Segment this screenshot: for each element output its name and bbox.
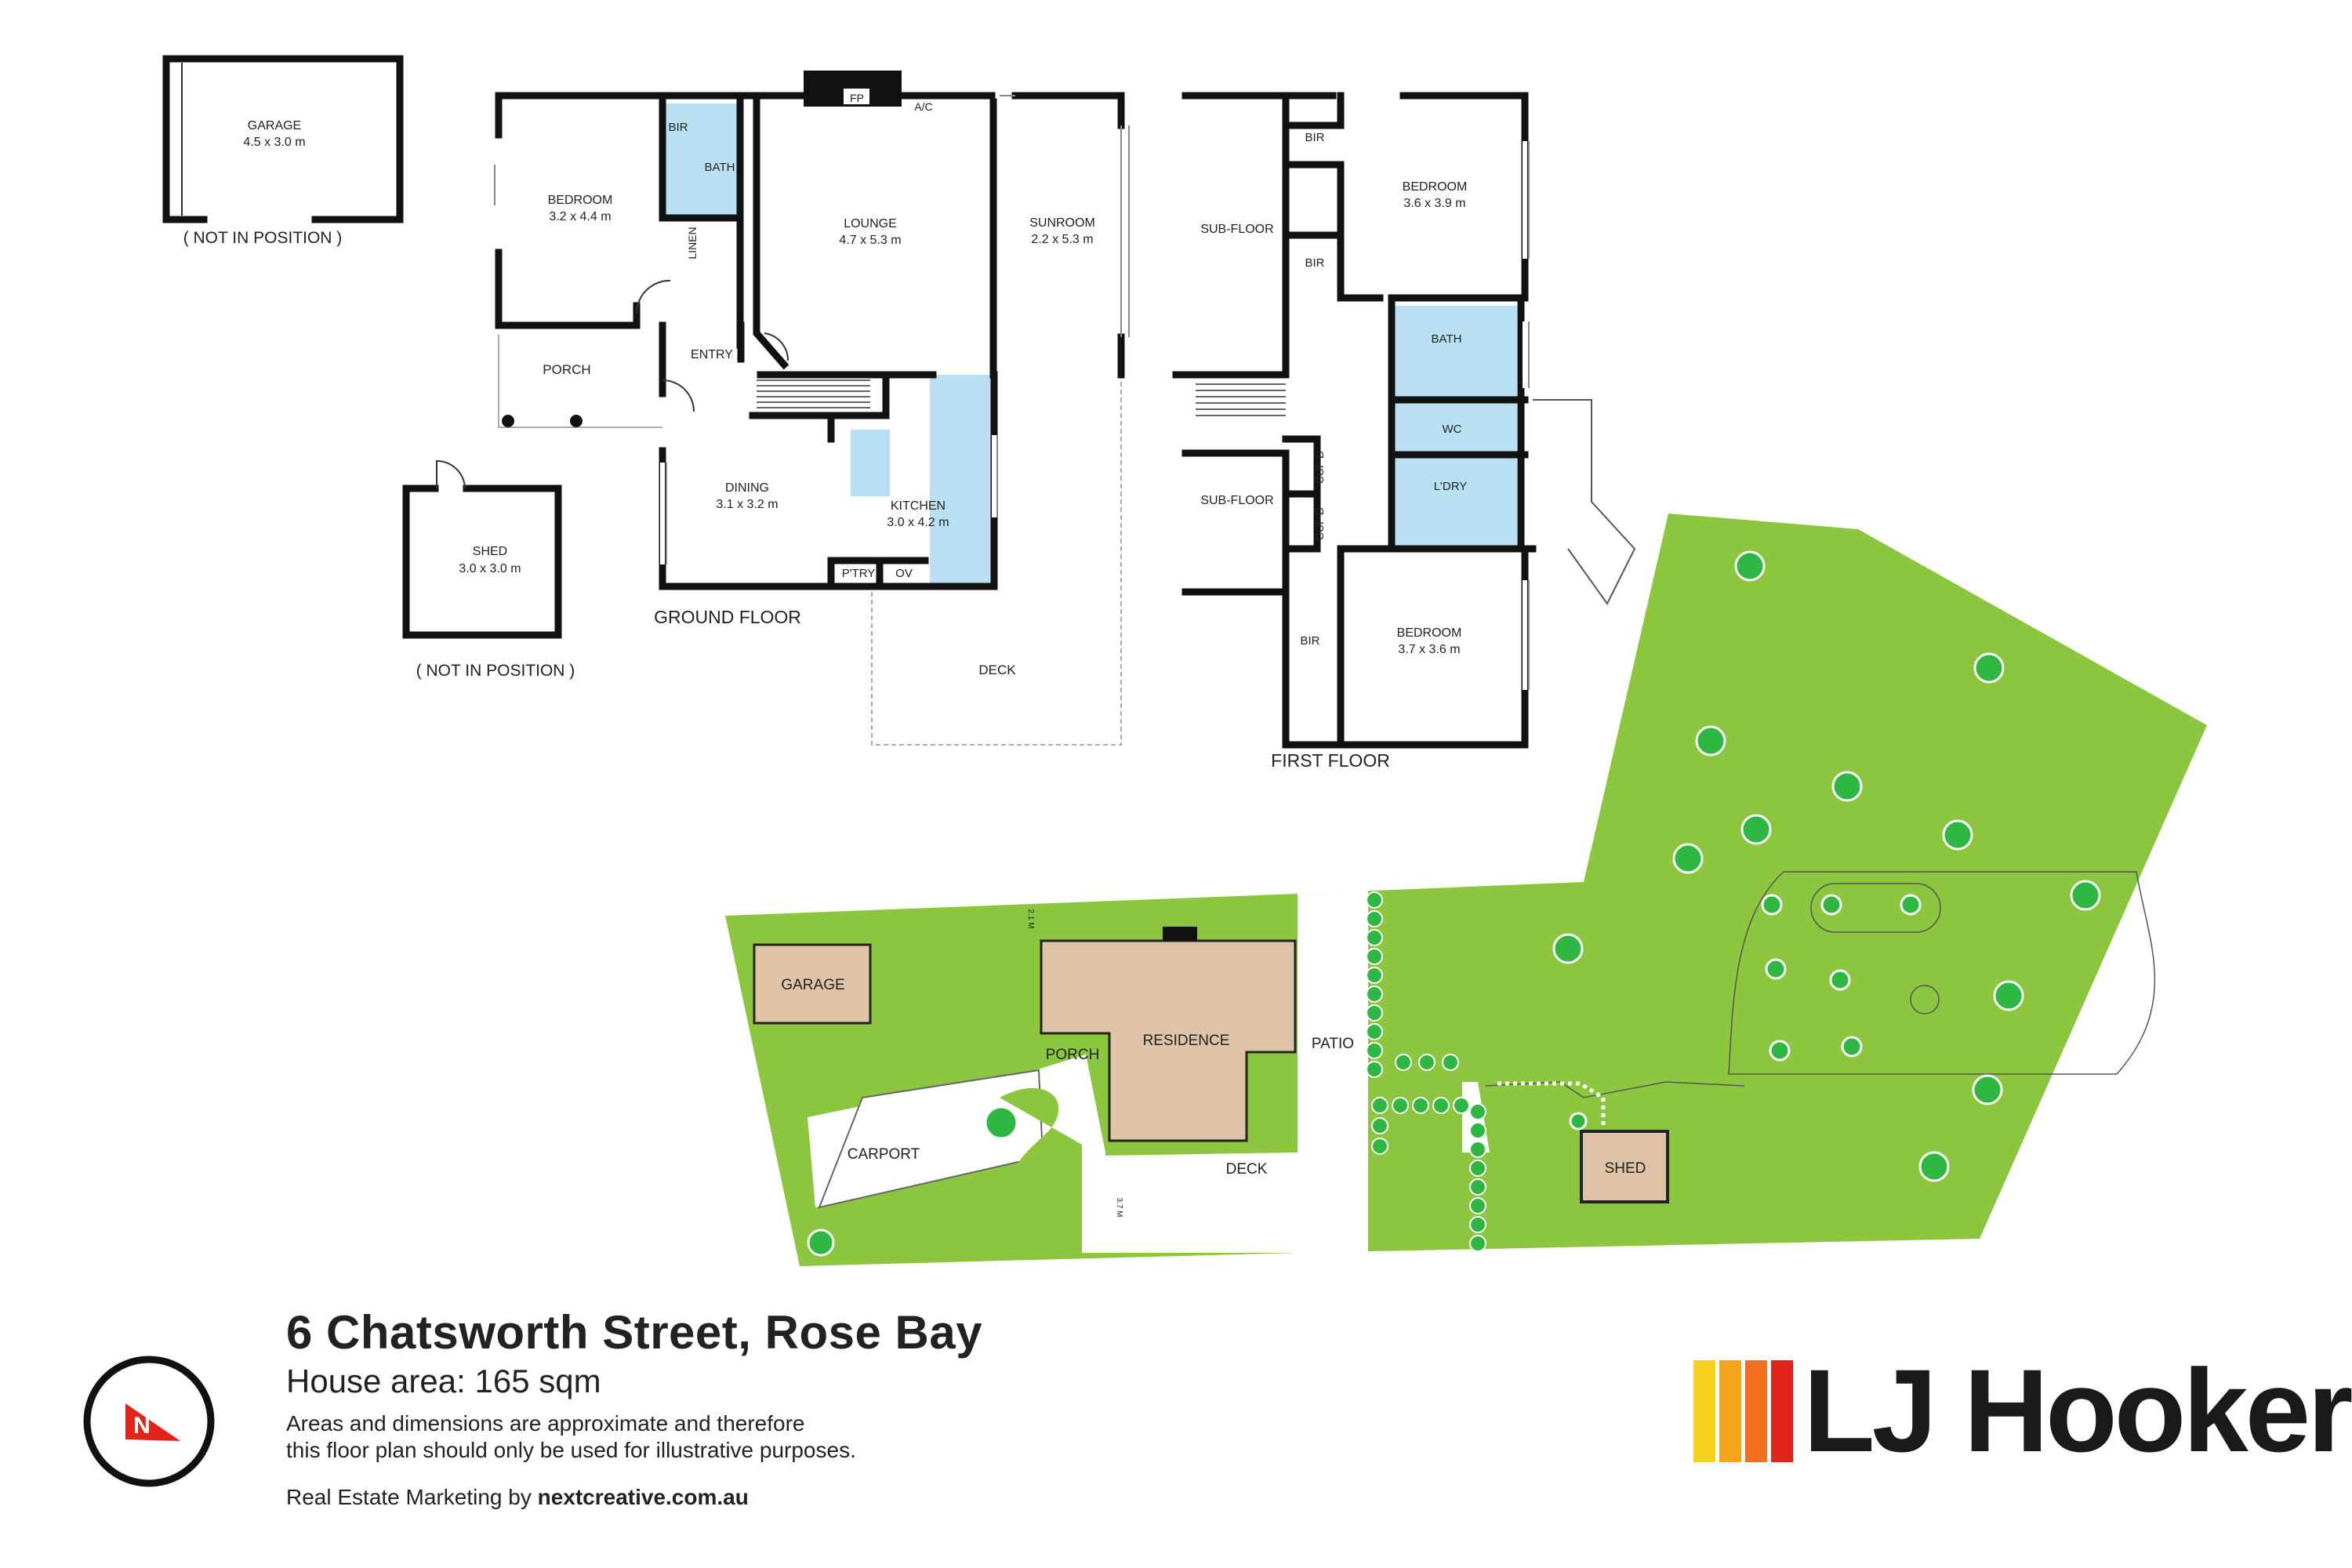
detached-shed: SHED 3.0 x 3.0 m ( NOT IN POSITION ) [402,459,575,680]
gf-deck-label: DECK [978,662,1016,677]
tree-icon [1672,843,1704,874]
gf-pantry-label: P'TRY [842,567,876,580]
gf-ac-label: A/C [914,100,932,113]
logo-bars-icon [1693,1360,1793,1462]
first-floor-title: FIRST FLOOR [1271,750,1390,771]
tree-icon [1829,969,1851,991]
garage-dims: 4.5 x 3.0 m [243,136,305,149]
gf-porch-label: PORCH [543,362,590,377]
tree-icon [1973,652,2005,684]
gf-bedroom-name: BEDROOM [548,194,613,207]
gf-ov-label: OV [895,567,913,580]
ff-wc-label: WC [1443,423,1462,436]
tree-icon [1993,980,2024,1011]
site-hedges [1366,891,1486,1252]
tree-icon [1820,894,1842,916]
house-area: House area: 165 sqm [286,1363,601,1399]
site-dim-top: 2.1 M [1026,909,1035,928]
site-dim-bottom: 3.7 M [1115,1197,1123,1217]
brand-logo: LJ Hooker [1693,1348,2352,1474]
gf-entry-label: ENTRY [691,348,733,361]
ff-bedroom-bottom-name: BEDROOM [1397,626,1462,640]
tree-icon [1918,1151,1950,1182]
tree-icon [1734,550,1766,582]
gf-dining-name: DINING [725,481,769,495]
gf-sunroom-name: SUNROOM [1029,216,1095,230]
ff-subfloor-top: SUB-FLOOR [1200,223,1273,236]
tree-icon [807,1229,835,1257]
ground-floor-plan: BEDROOM 3.2 x 4.4 m BIR BATH LINEN FP A/… [494,71,1130,746]
site-residence-label: RESIDENCE [1143,1033,1230,1049]
ff-ldry-label: L'DRY [1434,480,1468,493]
tree-icon [1695,725,1726,757]
gf-bath-label: BATH [705,161,735,174]
tree-icon [1841,1036,1863,1058]
site-patio-label: PATIO [1312,1036,1354,1052]
ff-subfloor-bottom: SUB-FLOOR [1200,494,1273,507]
gf-linen-label: LINEN [686,227,699,259]
tree-icon [1972,1074,2003,1105]
gf-bir-label: BIR [668,121,688,134]
gf-kitchen-name: KITCHEN [891,499,946,513]
tree-icon [1765,958,1787,980]
shed-dims: 3.0 x 3.0 m [459,562,521,575]
marketing-site-link[interactable]: nextcreative.com.au [537,1485,749,1509]
ff-bedroom-top-name: BEDROOM [1403,180,1468,194]
gf-bedroom-dims: 3.2 x 4.4 m [549,210,611,223]
north-arrow-icon: N [83,1356,215,1487]
tree-icon [984,1105,1018,1140]
tree-icon [1942,819,1973,851]
property-details: 6 Chatsworth Street, Rose Bay House area… [286,1305,1305,1511]
property-address: 6 Chatsworth Street, Rose Bay [286,1306,983,1359]
shed-note: ( NOT IN POSITION ) [416,662,575,680]
ground-floor-title: GROUND FLOOR [654,607,801,627]
site-garage-label: GARAGE [781,977,844,993]
detached-garage: GARAGE 4.5 x 3.0 m ( NOT IN POSITION ) [162,55,404,247]
ff-bedroom-bottom-dims: 3.7 x 3.6 m [1398,643,1460,656]
marketing-prefix: Real Estate Marketing by [286,1485,538,1509]
gf-dining-dims: 3.1 x 3.2 m [716,498,778,511]
garage-note: ( NOT IN POSITION ) [183,229,343,247]
tree-icon [2070,880,2101,911]
site-shed-label: SHED [1605,1160,1646,1177]
tree-icon [1831,771,1863,802]
gf-sunroom-dims: 2.2 x 5.3 m [1031,233,1093,246]
tree-icon [1761,894,1783,916]
logo-wordmark: LJ Hooker [1803,1345,2352,1476]
shed-name: SHED [473,545,507,558]
site-plan: GARAGE RESIDENCE PORCH PATIO CARPORT DEC… [725,514,2207,1266]
site-carport-label: CARPORT [848,1146,920,1163]
tree-icon [1552,933,1584,964]
disclaimer-line-2: this floor plan should only be used for … [286,1438,856,1462]
marketing-credit: Real Estate Marketing by nextcreative.co… [286,1484,1305,1511]
gf-lounge-dims: 4.7 x 5.3 m [839,234,901,247]
tree-icon [1740,814,1772,845]
compass-letter: N [133,1413,151,1439]
ff-bedroom-top-dims: 3.6 x 3.9 m [1403,197,1465,210]
site-deck-label: DECK [1226,1161,1268,1178]
first-floor-plan: SUB-FLOOR SUB-FLOOR BIR BIR BIR BEDROOM … [1172,92,1636,771]
disclaimer-line-1: Areas and dimensions are approximate and… [286,1411,805,1436]
ff-bir-mid: BIR [1305,256,1324,270]
site-porch-label: PORCH [1046,1047,1100,1063]
gf-kitchen-dims: 3.0 x 4.2 m [887,516,949,529]
ff-cupd-1: CUP'D [1313,451,1326,484]
garage-name: GARAGE [248,119,301,132]
tree-icon [1900,894,1922,916]
ff-cupd-2: CUP'D [1313,507,1326,540]
gf-fp-label: FP [850,92,864,104]
ff-bath-label: BATH [1432,332,1462,346]
tree-icon [1769,1040,1791,1062]
site-trees [807,550,2101,1257]
ff-bir-top: BIR [1305,131,1324,144]
tree-icon [1569,1112,1588,1131]
ff-bir-bottom: BIR [1300,634,1319,648]
gf-lounge-name: LOUNGE [844,217,897,230]
